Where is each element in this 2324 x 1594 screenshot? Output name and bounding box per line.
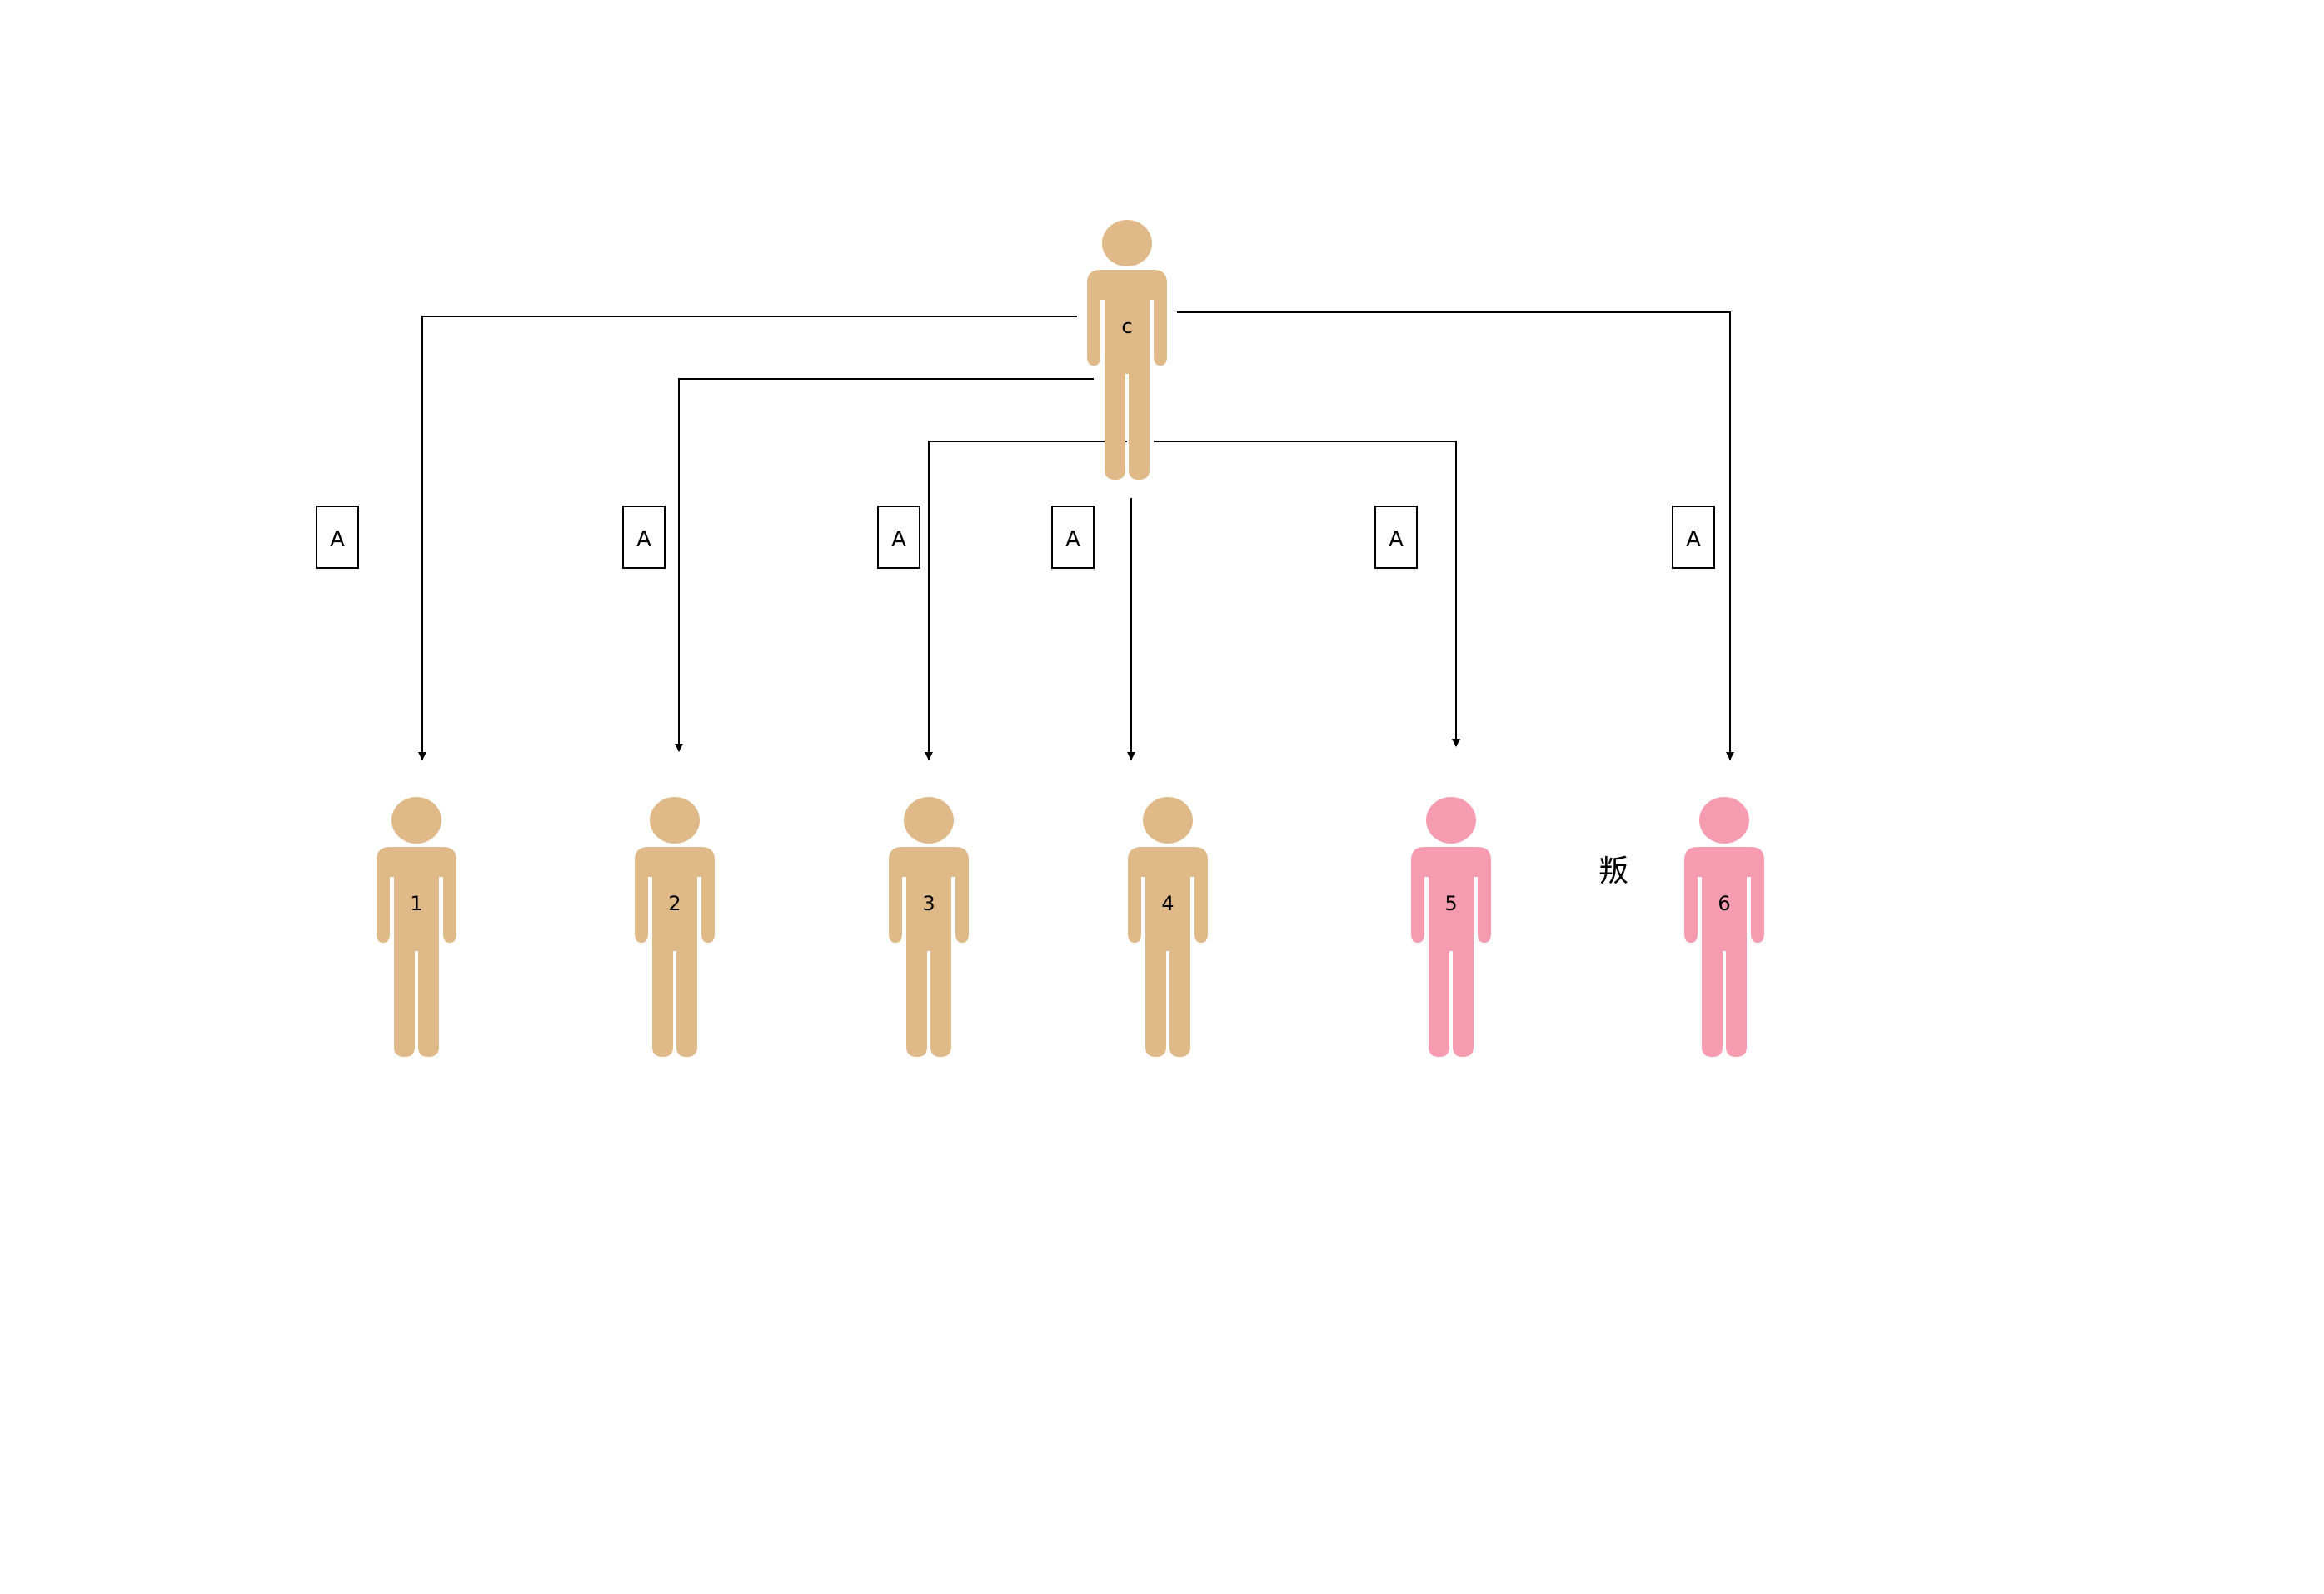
person-label: 1 (410, 892, 422, 915)
person-label: 4 (1161, 892, 1174, 915)
person-source: c (1087, 220, 1167, 480)
person-head (1699, 797, 1749, 844)
person-body (1411, 847, 1491, 1057)
edge-label-box-2: A (622, 506, 666, 569)
person-target-4: 4 (1128, 797, 1208, 1057)
person-targets: 1 2 3 4 5 6 (377, 797, 1764, 1057)
edge-label-box-5: A (1374, 506, 1418, 569)
connector-edge-6 (1177, 311, 1734, 760)
edge-label-text: A (1065, 527, 1080, 552)
person-target-5: 5 (1411, 797, 1491, 1057)
edge-label-text: A (1686, 527, 1701, 552)
edge-label-text: A (1389, 527, 1404, 552)
person-label: 6 (1718, 892, 1730, 915)
person-label: 3 (922, 892, 935, 915)
person-target-6: 6 (1684, 797, 1764, 1057)
person-body (1684, 847, 1764, 1057)
edge-label-text: A (330, 527, 345, 552)
person-body (1087, 270, 1167, 480)
person-body (1128, 847, 1208, 1057)
edge-label-box-6: A (1672, 506, 1715, 569)
person-source-figure: c (1087, 220, 1167, 480)
person-label: c (1121, 315, 1132, 338)
person-label: 5 (1444, 892, 1457, 915)
connector-edge-5 (1154, 441, 1460, 747)
edge-label-box-4: A (1051, 506, 1095, 569)
person-head (1426, 797, 1476, 844)
person-head (1102, 220, 1152, 266)
edge-label-box-3: A (877, 506, 920, 569)
edge-label-box-1: A (316, 506, 359, 569)
person-head (1143, 797, 1193, 844)
person-body (377, 847, 456, 1057)
person-label: 2 (668, 892, 681, 915)
connector-edge-2 (675, 378, 1094, 752)
floating-glyph-text: 叛 (1598, 854, 1628, 889)
person-body (635, 847, 715, 1057)
person-head (904, 797, 954, 844)
person-head (650, 797, 700, 844)
person-body (889, 847, 969, 1057)
connector-edge-3 (925, 441, 1127, 760)
person-target-2: 2 (635, 797, 715, 1057)
edge-label-text: A (636, 527, 651, 552)
edge-label-text: A (891, 527, 906, 552)
person-target-1: 1 (377, 797, 456, 1057)
person-target-3: 3 (889, 797, 969, 1057)
connector-edges (418, 311, 1734, 760)
person-head (391, 797, 441, 844)
connector-edge-1 (418, 316, 1077, 760)
